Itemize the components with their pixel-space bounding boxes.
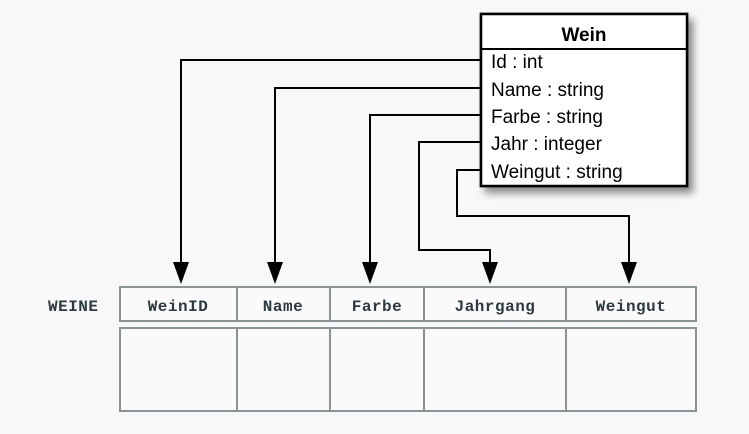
body-cell-weinid: [119, 327, 238, 412]
header-cell-farbe-box: [329, 286, 425, 322]
relational-table-weine: WEINE WeinID Name Farbe Jahrgang Weingut: [48, 286, 697, 412]
connector-group: [173, 59, 637, 284]
uml-attribute-jahr: Jahr : integer: [491, 134, 603, 155]
body-cell-weingut: [565, 327, 697, 412]
header-cell-weingut-box: [565, 286, 697, 322]
uml-attribute-farbe: Farbe : string: [491, 107, 603, 128]
header-cell-name: Name: [263, 298, 303, 316]
body-cell-jahrgang: [423, 327, 567, 412]
header-cell-farbe: Farbe: [352, 298, 403, 316]
header-cell-jahrgang: Jahrgang: [455, 298, 536, 316]
uml-attribute-name: Name : string: [491, 80, 604, 101]
arrowhead-weingut: [621, 262, 637, 284]
arrowhead-name: [267, 262, 283, 284]
connector-farbe-to-farbe: [362, 114, 481, 284]
header-cell-weinid: WeinID: [148, 298, 209, 316]
header-cell-weingut: Weingut: [596, 298, 667, 316]
uml-attribute-weingut: Weingut : string: [491, 162, 623, 183]
table-label-weine: WEINE: [48, 298, 99, 316]
connector-jahr-to-jahrgang: [418, 141, 498, 284]
body-cell-name: [236, 327, 331, 412]
table-header-row: WeinID Name Farbe Jahrgang Weingut: [119, 286, 697, 322]
arrowhead-farbe: [362, 262, 378, 284]
connector-name-to-name: [267, 87, 481, 284]
connector-weingut-to-weingut: [456, 169, 637, 284]
arrowhead-jahrgang: [482, 262, 498, 284]
uml-attribute-id: Id : int: [491, 52, 543, 73]
header-cell-name-box: [236, 286, 331, 322]
connector-id-to-weinid: [173, 59, 481, 284]
header-cell-jahrgang-box: [423, 286, 567, 322]
body-cell-farbe: [329, 327, 425, 412]
uml-class-name: Wein: [561, 25, 606, 46]
arrowhead-weinid: [173, 262, 189, 284]
table-row: [119, 327, 697, 412]
uml-class-wein[interactable]: Wein Id : int Name : string Farbe : stri…: [479, 12, 689, 188]
